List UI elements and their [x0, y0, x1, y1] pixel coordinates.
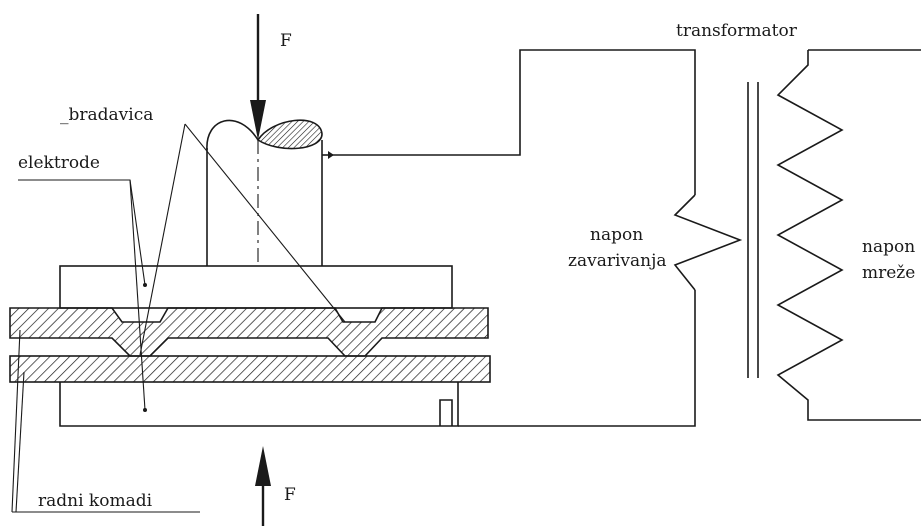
- primary-coil: [776, 49, 921, 421]
- bradavica-label: _bradavica: [60, 105, 153, 125]
- weld-voltage-label-line1: napon: [590, 225, 643, 245]
- rod-cut-section: [256, 119, 323, 150]
- force-arrow-top: [250, 14, 266, 140]
- mains-voltage-label-line1: napon: [862, 237, 915, 257]
- bradavica-leaders: [139, 123, 346, 356]
- transformer-label: transformator: [676, 21, 798, 41]
- workpieces-leaders: [11, 329, 200, 513]
- circuit-wiring: [332, 49, 696, 427]
- upper-electrode-plate: [59, 265, 453, 309]
- force-arrow-bottom: [255, 446, 271, 526]
- upper-electrode-rod: [206, 119, 334, 266]
- elektrode-leaders: [18, 179, 147, 412]
- secondary-coil: [673, 194, 743, 291]
- lower-workpiece: [9, 355, 491, 383]
- lower-electrode: [59, 382, 459, 427]
- force-label-top: F: [280, 31, 292, 51]
- elektrode-label: elektrode: [18, 153, 100, 173]
- weld-voltage-label-line2: zavarivanja: [568, 251, 667, 271]
- force-label-bottom: F: [284, 485, 296, 505]
- upper-workpiece: [9, 307, 489, 357]
- transformer-core: [747, 82, 759, 378]
- mains-voltage-label-line2: mreže: [862, 263, 915, 283]
- workpieces-label: radni komadi: [38, 491, 153, 511]
